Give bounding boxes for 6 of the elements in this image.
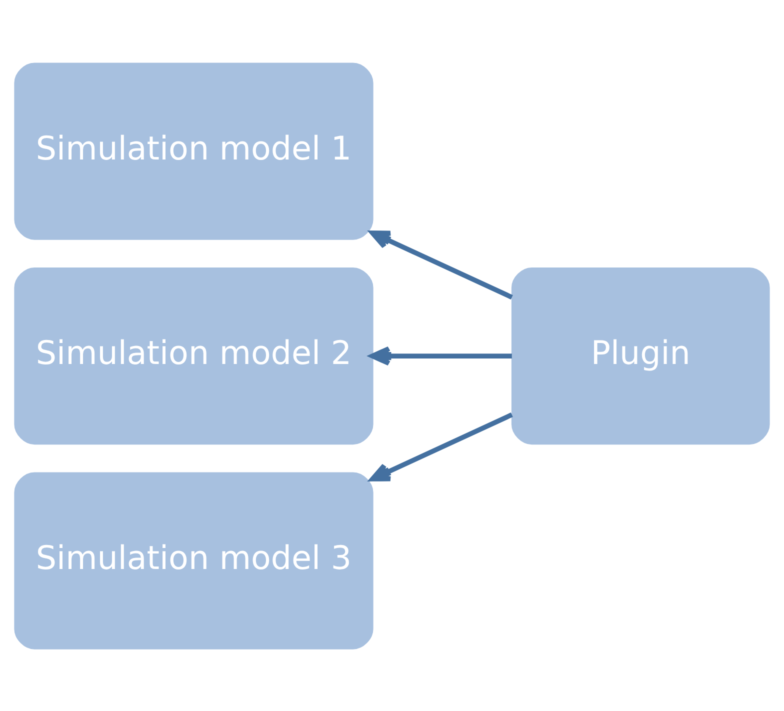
arrow: [370, 230, 513, 300]
node-box: Plugin: [511, 266, 770, 444]
node-box: Simulation model 3: [14, 472, 374, 649]
node-box: Simulation model 2: [14, 266, 374, 444]
arrow: [370, 412, 513, 481]
node-box: Simulation model 1: [14, 62, 374, 240]
